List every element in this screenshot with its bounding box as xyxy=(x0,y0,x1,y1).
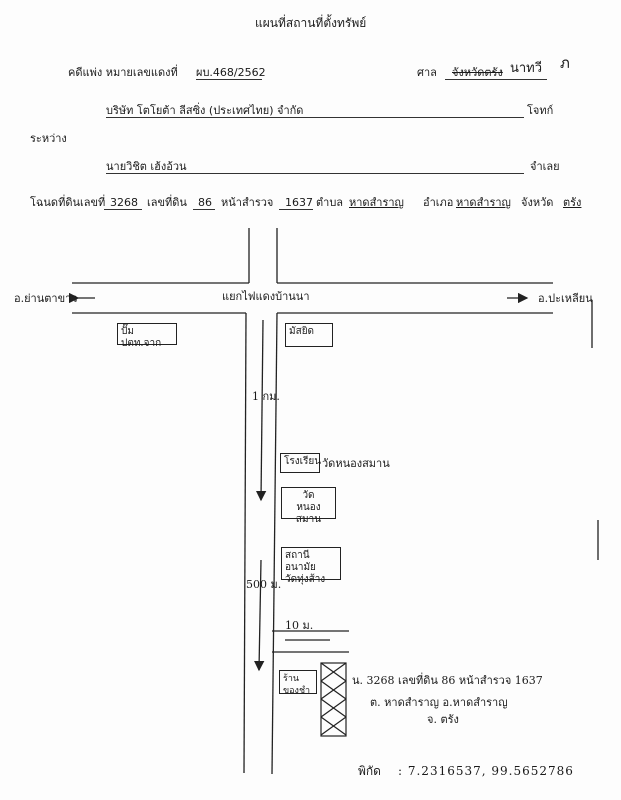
temple-line-1: วัด xyxy=(302,490,315,501)
mosque-landmark: มัสยิด xyxy=(285,323,333,347)
document-title: แผนที่สถานที่ตั้งทรัพย์ xyxy=(255,16,367,30)
shop-landmark-label: ร้านของชำ xyxy=(283,674,311,696)
left-destination: อ.ย่านตาขาว xyxy=(14,292,78,305)
subdistrict-label: ตำบล xyxy=(316,196,344,209)
right-destination: อ.ปะเหลียน xyxy=(538,292,593,305)
pump-landmark-label: ปั๊ม ปตท.จาก xyxy=(121,326,162,349)
property-plot xyxy=(320,662,347,737)
province-label: จังหวัด xyxy=(521,196,554,209)
health-line-1: สถานีอนามัย xyxy=(285,550,316,573)
distance-1km: 1 กม. xyxy=(252,390,280,403)
defendant-name: นายวิชิต เฮ้งอ้วน xyxy=(106,160,187,173)
corner-mark: ภ xyxy=(560,54,570,72)
road-south-right xyxy=(271,312,278,775)
case-number: ผบ.468/2562 xyxy=(196,66,266,79)
mosque-landmark-label: มัสยิด xyxy=(289,326,315,337)
deed-no-underline xyxy=(104,209,142,210)
court-printed: จังหวัดตรัง xyxy=(452,66,503,79)
road-south-left xyxy=(243,312,247,774)
plaintiff-name: บริษัท โตโยต้า ลีสซิ่ง (ประเทศไทย) จำกัด xyxy=(106,104,304,117)
district-label: อำเภอ xyxy=(423,196,454,209)
arrow-south-1 xyxy=(255,319,267,502)
deed-label: โฉนดที่ดินเลขที่ xyxy=(30,196,106,209)
survey-no: 1637 xyxy=(285,196,313,209)
land-no: 86 xyxy=(198,196,212,209)
arrow-south-2 xyxy=(253,559,265,672)
property-line-3: จ. ตรัง xyxy=(427,713,459,726)
coordinates-label: พิกัด xyxy=(358,764,381,778)
subdistrict-value: หาดสำราญ xyxy=(349,196,404,209)
survey-label: หน้าสำรวจ xyxy=(221,196,274,209)
plaintiff-underline xyxy=(106,117,524,118)
property-line-1: น. 3268 เลขที่ดิน 86 หน้าสำรวจ 1637 xyxy=(352,674,543,687)
case-label: คดีแพ่ง หมายเลขแดงที่ xyxy=(68,66,178,79)
distance-500m: 500 ม. xyxy=(246,578,282,591)
coordinates-value: : 7.2316537, 99.5652786 xyxy=(398,764,574,778)
land-no-underline xyxy=(193,209,215,210)
plaintiff-role: โจทก์ xyxy=(527,104,554,117)
health-line-2: วัดทุ่งส้าง xyxy=(285,574,326,585)
court-handwritten: นาทวี xyxy=(510,61,543,76)
school-landmark: โรงเรียน xyxy=(280,453,322,473)
shop-landmark: ร้านของชำ xyxy=(279,670,317,696)
district-value: หาดสำราญ xyxy=(456,196,511,209)
land-label: เลขที่ดิน xyxy=(147,196,187,209)
health-station-landmark: สถานีอนามัย วัดทุ่งส้าง xyxy=(281,547,341,585)
case-number-underline xyxy=(196,79,262,80)
school-name: วัดหนองสมาน xyxy=(322,457,390,470)
defendant-role: จำเลย xyxy=(530,160,560,173)
pump-landmark: ปั๊ม ปตท.จาก xyxy=(117,323,177,349)
court-label: ศาล xyxy=(417,66,437,79)
between-label: ระหว่าง xyxy=(30,132,67,145)
property-line-2: ต. หาดสำราญ อ.หาดสำราญ xyxy=(370,696,508,709)
school-landmark-label: โรงเรียน xyxy=(284,456,322,467)
temple-line-2: หนองสมาน xyxy=(295,502,322,525)
temple-landmark: วัด หนองสมาน xyxy=(281,487,336,525)
province-value: ตรัง xyxy=(563,196,582,209)
survey-no-underline xyxy=(279,209,313,210)
distance-10m: 10 ม. xyxy=(285,619,314,632)
court-underline xyxy=(445,79,547,80)
junction-label: แยกไฟแดงบ้านนา xyxy=(222,290,310,303)
deed-no: 3268 xyxy=(110,196,138,209)
defendant-underline xyxy=(106,173,524,174)
